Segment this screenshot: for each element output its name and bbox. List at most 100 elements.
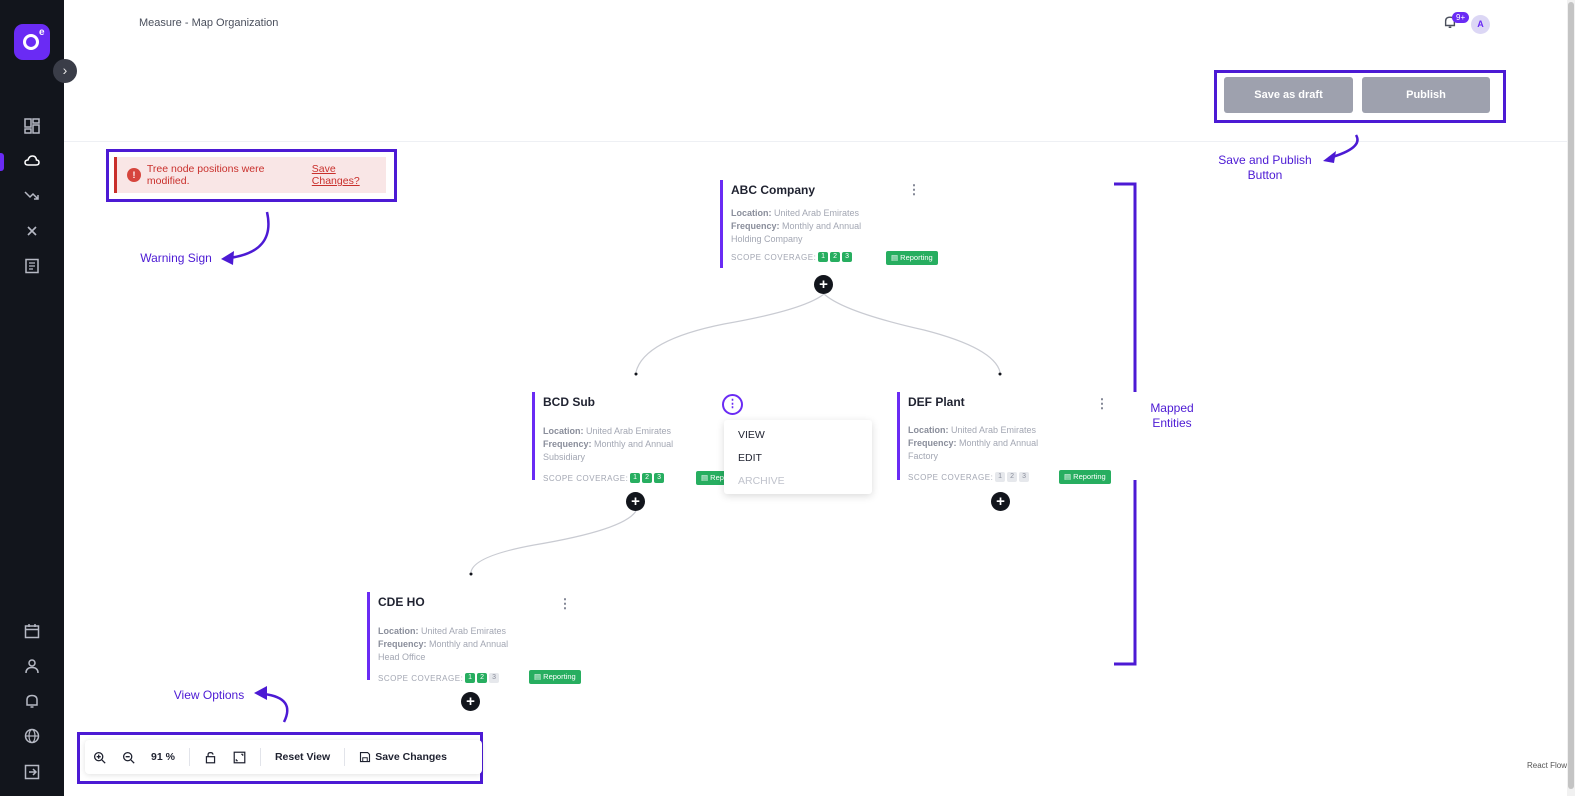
menu-item-edit[interactable]: EDIT	[738, 452, 762, 464]
vertical-scrollbar[interactable]	[1567, 0, 1575, 796]
active-nav-indicator	[0, 153, 4, 171]
save-changes-label: Save Changes	[375, 751, 447, 763]
cloud-icon[interactable]	[22, 153, 42, 173]
scope-chip: 2	[1007, 472, 1018, 482]
reporting-badge[interactable]: ▤ Repo	[696, 471, 734, 485]
main-area: Measure - Map Organization 9+ A Save as …	[64, 0, 1575, 796]
reporting-badge[interactable]: ▤ Reporting	[1059, 470, 1111, 484]
annotation-mapped-line2: Entities	[1152, 416, 1192, 430]
logo-sup: e	[39, 27, 45, 38]
app-logo[interactable]: e	[14, 24, 50, 60]
annotation-save-publish-line1: Save and Publish	[1218, 153, 1312, 167]
node-location: Location: United Arab Emirates	[731, 208, 859, 218]
zoom-out-icon[interactable]	[114, 751, 143, 764]
node-title: CDE HO	[378, 595, 425, 609]
reset-view-button[interactable]: Reset View	[274, 751, 331, 763]
reporting-badge[interactable]: ▤ Reporting	[886, 251, 938, 265]
node-menu-icon-active[interactable]: ⋮	[722, 394, 743, 415]
menu-item-view[interactable]: VIEW	[738, 429, 765, 441]
add-child-button[interactable]: +	[626, 492, 645, 511]
node-title: DEF Plant	[908, 395, 965, 409]
annotation-mapped-line1: Mapped	[1150, 401, 1194, 415]
add-child-button[interactable]: +	[814, 275, 833, 294]
scope-label: SCOPE COVERAGE:	[378, 673, 464, 683]
node-menu-icon[interactable]: ⋮	[558, 596, 572, 611]
node-frequency: Frequency: Monthly and Annual	[731, 221, 861, 231]
save-changes-button[interactable]: Save Changes	[351, 751, 455, 763]
notification-badge: 9+	[1452, 12, 1470, 23]
frequency-label: Frequency:	[908, 438, 957, 448]
logout-icon[interactable]	[22, 764, 42, 784]
node-title: BCD Sub	[543, 395, 595, 409]
node-location: Location: United Arab Emirates	[908, 425, 1036, 435]
location-value: United Arab Emirates	[421, 626, 507, 636]
node-frequency: Frequency: Monthly and Annual	[378, 639, 508, 649]
avatar[interactable]: A	[1471, 15, 1490, 34]
scope-chip: 3	[842, 252, 853, 262]
node-menu-icon[interactable]: ⋮	[1095, 396, 1109, 411]
scope-chip: 2	[642, 473, 653, 483]
zoom-level: 91 %	[151, 751, 175, 763]
trend-down-icon[interactable]	[22, 188, 42, 208]
frequency-value: Monthly and Annual	[959, 438, 1039, 448]
annotation-warning-sign: Warning Sign	[140, 251, 212, 265]
scope-chip: 3	[1019, 472, 1030, 482]
scope-chip: 2	[830, 252, 841, 262]
fit-view-icon[interactable]	[225, 751, 254, 764]
react-flow-attribution[interactable]: React Flow	[1524, 760, 1571, 771]
annotation-view-options: View Options	[173, 688, 245, 702]
tree-node-cde-ho[interactable]: CDE HO ⋮ Location: United Arab Emirates …	[367, 592, 607, 684]
scope-chip: 1	[818, 252, 829, 262]
bell-nav-icon[interactable]	[22, 693, 42, 713]
sidebar-expand-button[interactable]: ›	[53, 59, 77, 83]
location-label: Location:	[908, 425, 949, 435]
document-icon[interactable]	[22, 258, 42, 278]
save-changes-link[interactable]: Save Changes?	[311, 163, 360, 187]
close-x-icon[interactable]	[22, 223, 42, 243]
node-type: Head Office	[378, 652, 426, 662]
lock-icon[interactable]	[196, 751, 225, 764]
add-child-button[interactable]: +	[461, 692, 480, 711]
scope-chip: 1	[995, 472, 1006, 482]
node-type: Holding Company	[731, 234, 803, 244]
warning-icon: !	[127, 168, 141, 182]
publish-button[interactable]: Publish	[1362, 77, 1490, 113]
frequency-label: Frequency:	[378, 639, 427, 649]
logo-ring	[23, 34, 39, 50]
scope-chip: 1	[465, 673, 476, 683]
node-location: Location: United Arab Emirates	[543, 426, 671, 436]
scope-chip: 3	[489, 673, 500, 683]
annotation-overlay	[221, 134, 1359, 723]
frequency-value: Monthly and Annual	[594, 439, 674, 449]
view-options-toolbar: 91 % Reset View Save Changes	[85, 740, 482, 774]
reporting-label-partial: Repo	[710, 473, 729, 482]
annotation-save-publish: Save and Publish Button	[1210, 153, 1320, 183]
node-frequency: Frequency: Monthly and Annual	[908, 438, 1038, 448]
save-as-draft-button[interactable]: Save as draft	[1224, 77, 1353, 113]
scope-chip: 2	[477, 673, 488, 683]
page-title: Measure - Map Organization	[139, 17, 279, 29]
tree-node-abc-company[interactable]: ABC Company ⋮ Location: United Arab Emir…	[720, 180, 960, 268]
location-value: United Arab Emirates	[586, 426, 672, 436]
user-icon[interactable]	[22, 658, 42, 678]
zoom-in-icon[interactable]	[85, 751, 114, 764]
scrollbar-thumb[interactable]	[1568, 2, 1574, 789]
globe-icon[interactable]	[22, 728, 42, 748]
dashboard-icon[interactable]	[22, 118, 42, 138]
reporting-badge[interactable]: ▤ Reporting	[529, 670, 581, 684]
sidebar: e	[0, 0, 64, 796]
tree-node-def-plant[interactable]: DEF Plant ⋮ Location: United Arab Emirat…	[897, 392, 1137, 484]
reporting-label: Reporting	[1073, 472, 1106, 481]
scope-label: SCOPE COVERAGE:	[908, 472, 994, 482]
highlight-save-publish	[1214, 70, 1506, 123]
scope-chip: 3	[654, 473, 665, 483]
add-child-button[interactable]: +	[991, 492, 1010, 511]
header-divider	[64, 141, 1575, 142]
frequency-value: Monthly and Annual	[782, 221, 862, 231]
calendar-icon[interactable]	[22, 623, 42, 643]
node-menu-icon[interactable]: ⋮	[907, 182, 921, 197]
node-type: Subsidiary	[543, 452, 586, 462]
